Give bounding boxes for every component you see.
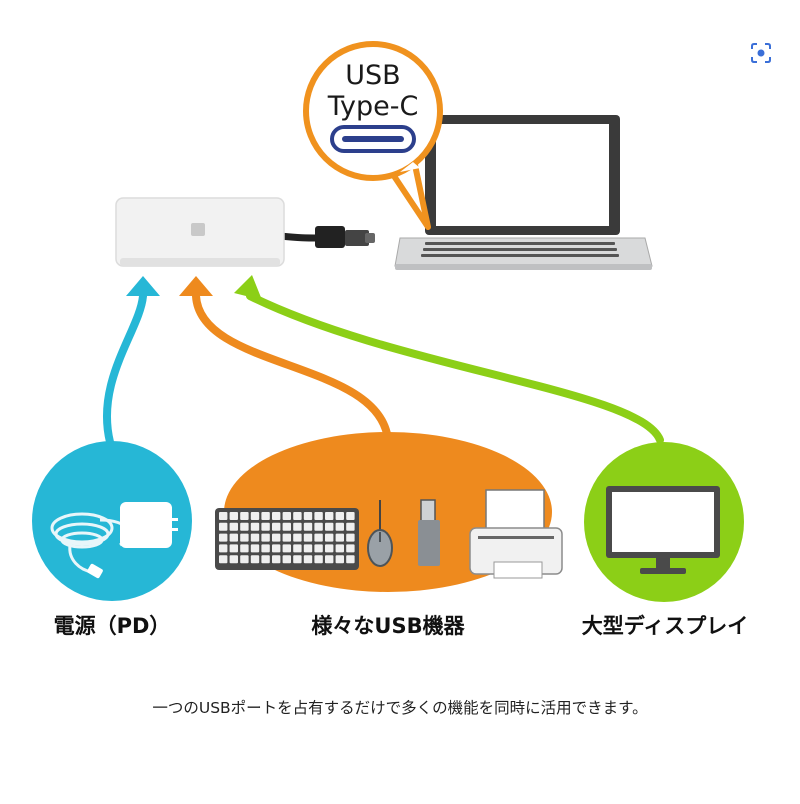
keyboard-key bbox=[325, 555, 334, 564]
keyboard-key bbox=[346, 512, 355, 520]
keyboard-key bbox=[346, 544, 355, 553]
mouse-icon bbox=[367, 500, 393, 567]
keyboard-key bbox=[282, 522, 291, 531]
keyboard-key bbox=[229, 522, 238, 531]
keyboard-key bbox=[272, 555, 281, 564]
keyboard-key bbox=[219, 544, 228, 553]
keyboard-key bbox=[261, 533, 270, 542]
keyboard-key bbox=[261, 512, 270, 520]
keyboard-key bbox=[250, 555, 260, 564]
keyboard-key bbox=[282, 533, 291, 542]
usb-devices-label: 様々なUSB機器 bbox=[311, 614, 465, 638]
callout-text: USB Type-C bbox=[318, 60, 428, 122]
keyboard-key bbox=[240, 522, 249, 531]
usb-hub-icon bbox=[115, 197, 375, 267]
keyboard-key bbox=[240, 544, 249, 553]
lens-icon[interactable] bbox=[748, 40, 774, 66]
laptop-icon bbox=[394, 115, 653, 270]
keyboard-key bbox=[229, 512, 238, 520]
keyboard-icon bbox=[215, 508, 359, 570]
keyboard-key bbox=[303, 555, 313, 564]
keyboard-key bbox=[282, 555, 291, 564]
keyboard-key bbox=[346, 555, 355, 564]
keyboard-key bbox=[303, 533, 313, 542]
keyboard-key bbox=[261, 522, 270, 531]
keyboard-key bbox=[219, 533, 228, 542]
keyboard-key bbox=[240, 512, 249, 520]
power-label: 電源（PD） bbox=[53, 614, 171, 638]
keyboard-key bbox=[272, 512, 281, 520]
keyboard-key bbox=[229, 555, 238, 564]
keyboard-key bbox=[325, 533, 334, 542]
caption: 一つのUSBポートを占有するだけで多くの機能を同時に活用できます。 bbox=[152, 699, 648, 717]
keyboard-key bbox=[335, 512, 344, 520]
keyboard-key bbox=[314, 533, 323, 542]
keyboard-key bbox=[229, 544, 238, 553]
keyboard-key bbox=[314, 544, 323, 553]
keyboard-key bbox=[314, 522, 323, 531]
keyboard-key bbox=[303, 512, 313, 520]
keyboard-key bbox=[219, 555, 228, 564]
keyboard-key bbox=[325, 522, 334, 531]
keyboard-key bbox=[346, 533, 355, 542]
display-arrow bbox=[246, 292, 664, 444]
keyboard-key bbox=[314, 555, 323, 564]
keyboard-key bbox=[250, 512, 260, 520]
callout-line-2: Type-C bbox=[327, 91, 419, 122]
keyboard-key bbox=[219, 522, 228, 531]
keyboard-key bbox=[261, 544, 270, 553]
keyboard-key bbox=[250, 533, 260, 542]
keyboard-key bbox=[219, 512, 228, 520]
keyboard-key bbox=[314, 512, 323, 520]
power-arrow bbox=[102, 292, 147, 446]
keyboard-key bbox=[303, 522, 313, 531]
keyboard-key bbox=[250, 544, 260, 553]
usb-arrow bbox=[192, 292, 392, 444]
keyboard-key bbox=[346, 522, 355, 531]
keyboard-key bbox=[325, 512, 334, 520]
keyboard-key bbox=[293, 522, 302, 531]
usb-type-c-callout bbox=[303, 41, 443, 230]
keyboard-key bbox=[335, 533, 344, 542]
keyboard-key bbox=[335, 522, 344, 531]
keyboard-key bbox=[282, 512, 291, 520]
power-adapter-icon bbox=[32, 441, 192, 601]
keyboard-key bbox=[229, 533, 238, 542]
keyboard-key bbox=[240, 555, 249, 564]
keyboard-key bbox=[293, 512, 302, 520]
keyboard-key bbox=[303, 544, 313, 553]
callout-line-1: USB bbox=[345, 60, 401, 91]
printer-icon bbox=[469, 489, 563, 579]
keyboard-key bbox=[293, 555, 302, 564]
keyboard-key bbox=[272, 522, 281, 531]
keyboard-key bbox=[335, 555, 344, 564]
keyboard-key bbox=[250, 522, 260, 531]
lens-glyph bbox=[751, 43, 771, 63]
keyboard-key bbox=[240, 533, 249, 542]
keyboard-key bbox=[282, 544, 291, 553]
keyboard-key bbox=[335, 544, 344, 553]
display-icon bbox=[584, 442, 744, 602]
keyboard-key bbox=[272, 544, 281, 553]
keyboard-key bbox=[272, 533, 281, 542]
flash-drive-icon bbox=[418, 499, 440, 566]
keyboard-key bbox=[261, 555, 270, 564]
keyboard-key bbox=[293, 544, 302, 553]
display-label: 大型ディスプレイ bbox=[581, 614, 749, 638]
keyboard-key bbox=[293, 533, 302, 542]
keyboard-key bbox=[325, 544, 334, 553]
usb-devices-icon bbox=[215, 432, 563, 592]
